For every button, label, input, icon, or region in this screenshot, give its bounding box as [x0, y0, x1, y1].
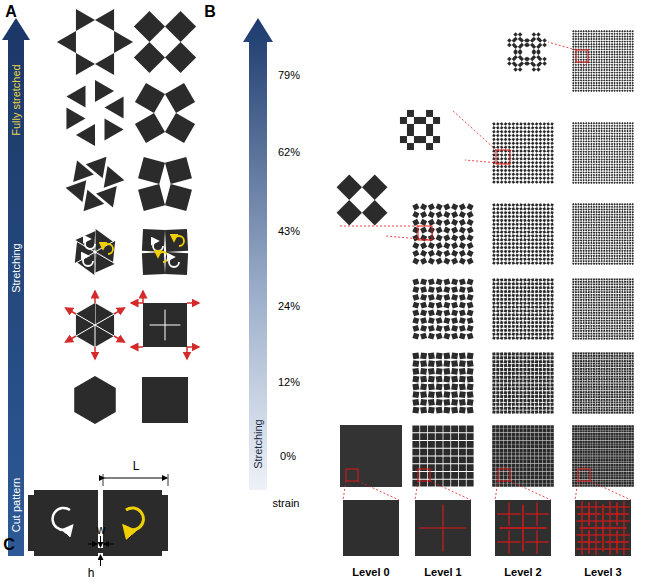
- level-label: Level 0: [352, 566, 389, 578]
- stretch-arrow: [2, 18, 30, 556]
- dimension-label: h: [88, 567, 95, 580]
- level-label: Level 1: [424, 566, 461, 578]
- axis-label: Cut pattern: [10, 478, 22, 532]
- panel-letter: C: [3, 536, 15, 554]
- strain-value: 24%: [278, 300, 300, 312]
- strain-value: 62%: [278, 146, 300, 158]
- panel-letter: B: [204, 3, 216, 21]
- level-label: Level 2: [504, 566, 541, 578]
- axis-label: Stretching: [10, 243, 22, 293]
- panel-letter: A: [5, 3, 17, 21]
- axis-label: Fully stretched: [10, 64, 22, 136]
- strain-arrow: [243, 18, 273, 490]
- level-label: Level 3: [584, 566, 621, 578]
- dimension-label: L: [133, 460, 140, 473]
- strain-value: 0%: [280, 450, 296, 462]
- dimension-label: w: [97, 524, 106, 537]
- strain-value: 12%: [278, 376, 300, 388]
- axis-title: strain: [273, 497, 300, 509]
- unit-cell-detail: [28, 474, 168, 566]
- strain-value: 43%: [278, 225, 300, 237]
- axis-label: Stretching: [252, 419, 264, 469]
- kirigami-shapes: [57, 9, 634, 556]
- strain-value: 79%: [278, 69, 300, 81]
